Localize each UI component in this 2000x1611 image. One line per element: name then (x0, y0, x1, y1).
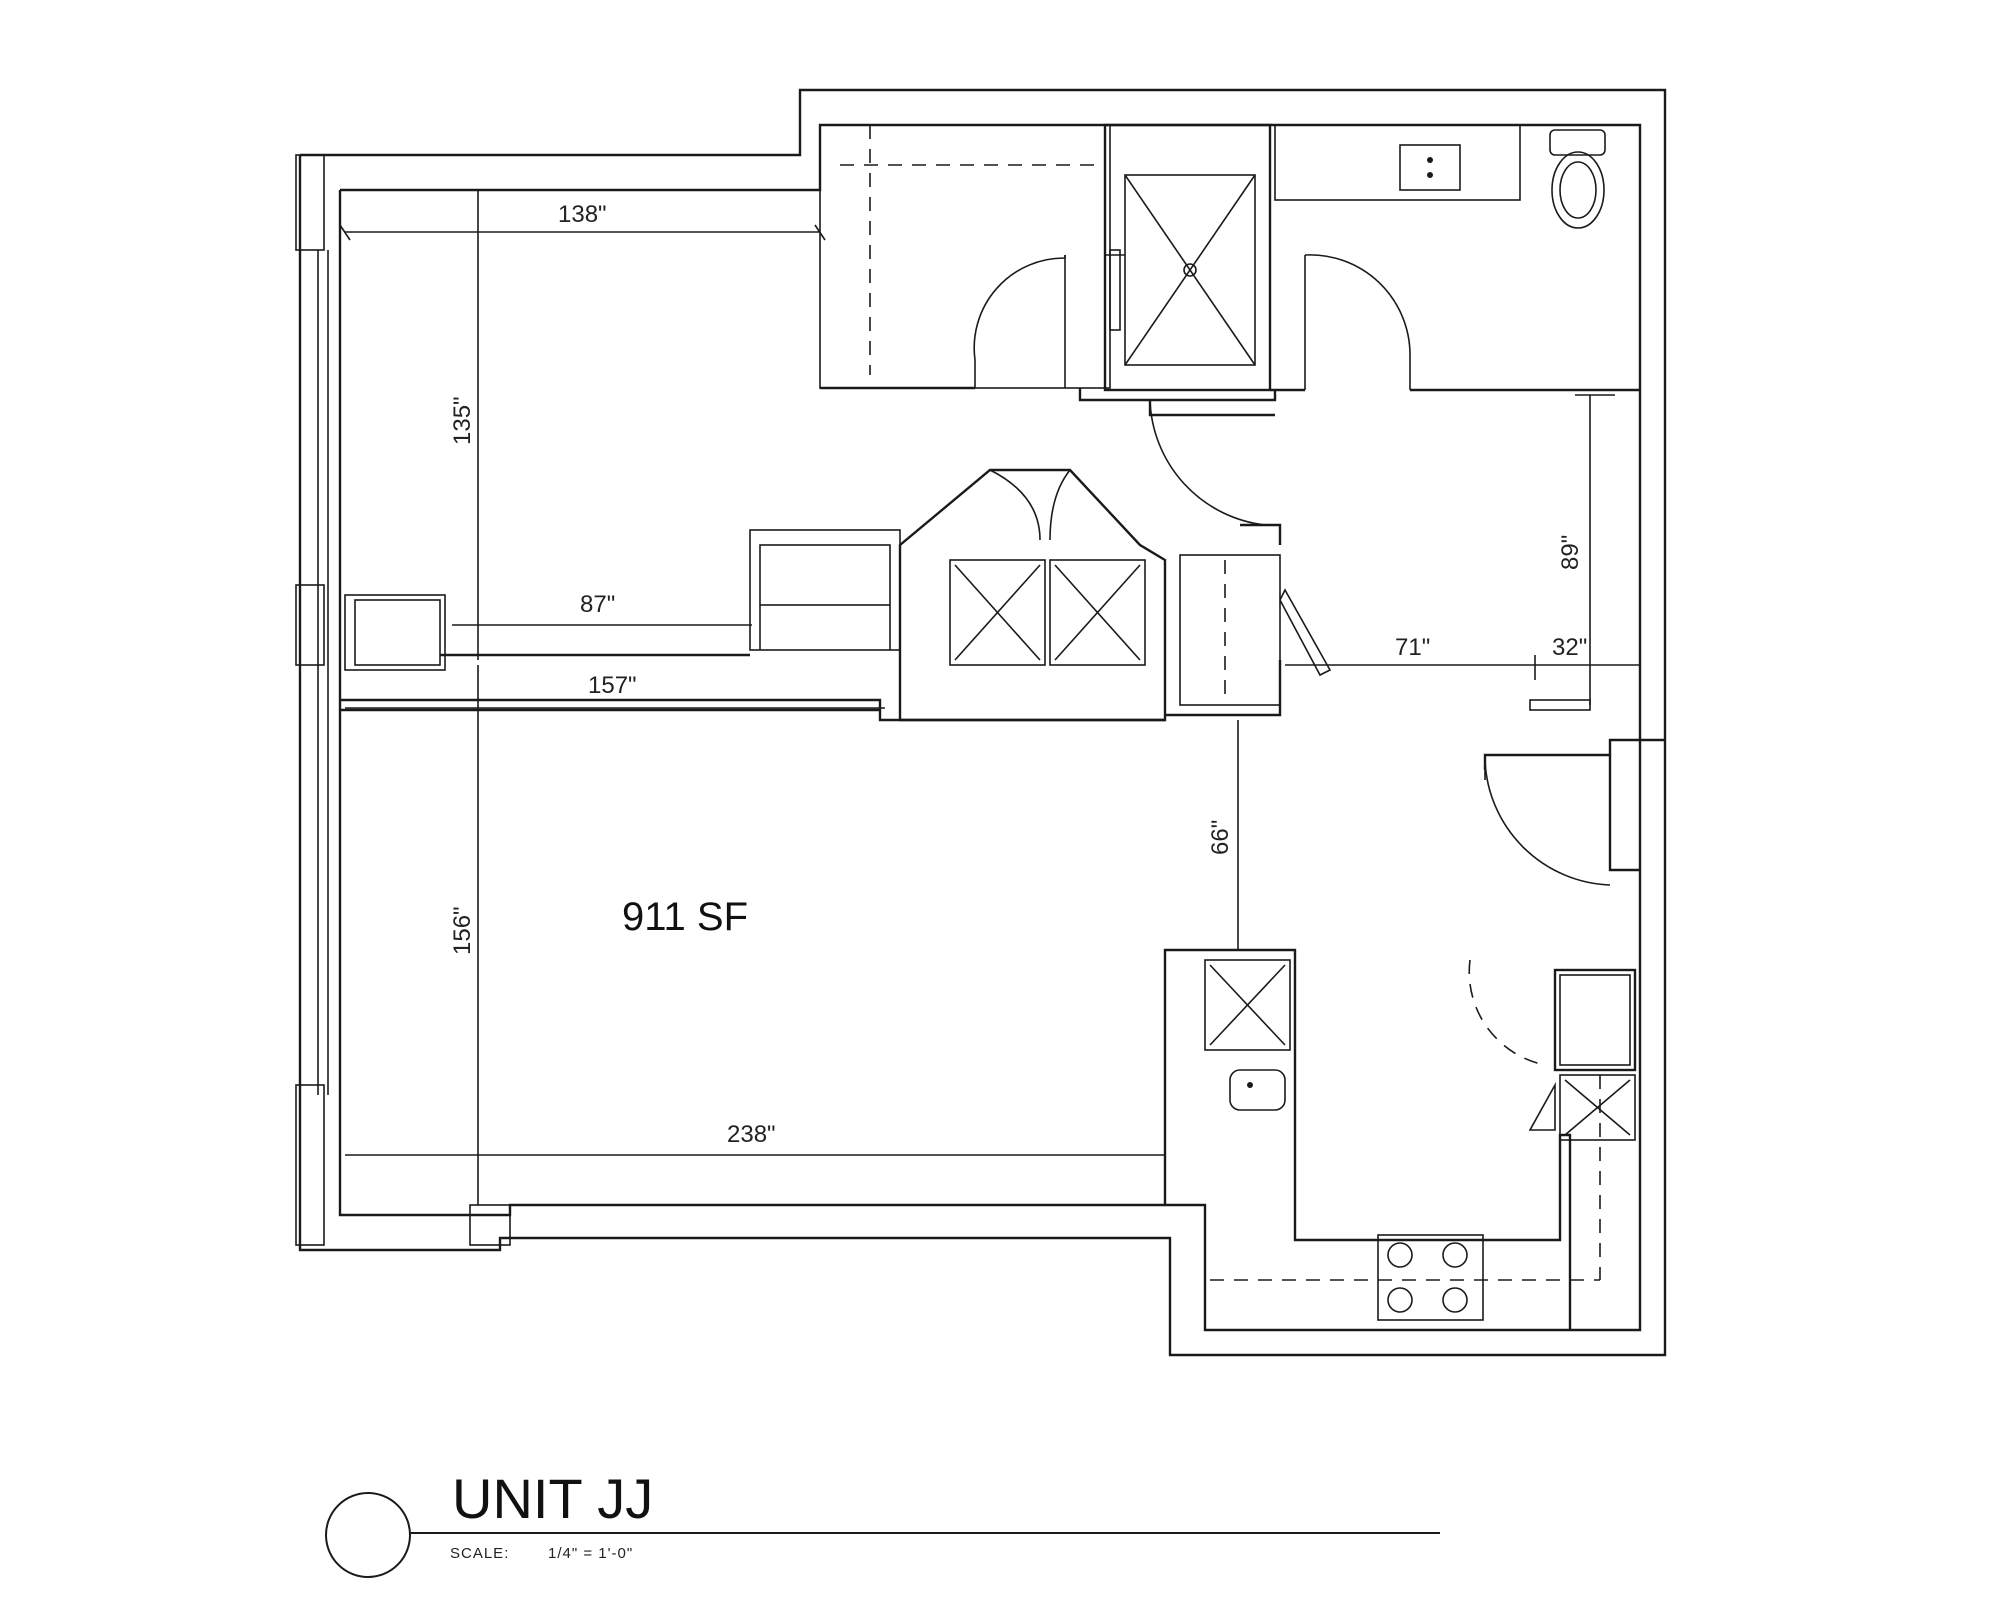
center-closets (340, 399, 1332, 722)
unit-title: UNIT JJ (452, 1467, 653, 1530)
area-label: 911 SF (622, 895, 748, 939)
dim-label-89: 89" (1557, 535, 1584, 570)
dim-label-71: 71" (1395, 634, 1430, 661)
kitchen (1163, 759, 1637, 1330)
dim-label-66: 66" (1207, 820, 1234, 855)
dim-label-138: 138" (558, 201, 607, 228)
dim-label-135: 135" (449, 396, 476, 445)
dim-label-156: 156" (449, 906, 476, 955)
title-block (325, 1492, 1440, 1578)
dim-label-157: 157" (588, 672, 637, 699)
title-circle-marker (325, 1492, 411, 1578)
dim-label-32: 32" (1552, 634, 1587, 661)
dim-label-238: 238" (727, 1121, 776, 1148)
exterior-walls (295, 88, 1667, 1357)
dim-label-87: 87" (580, 591, 615, 618)
scale-label: SCALE: (450, 1545, 509, 1562)
scale-value: 1/4" = 1'-0" (548, 1545, 633, 1562)
bath-closet-block (819, 123, 1640, 417)
dimension-lines (339, 190, 1640, 1205)
